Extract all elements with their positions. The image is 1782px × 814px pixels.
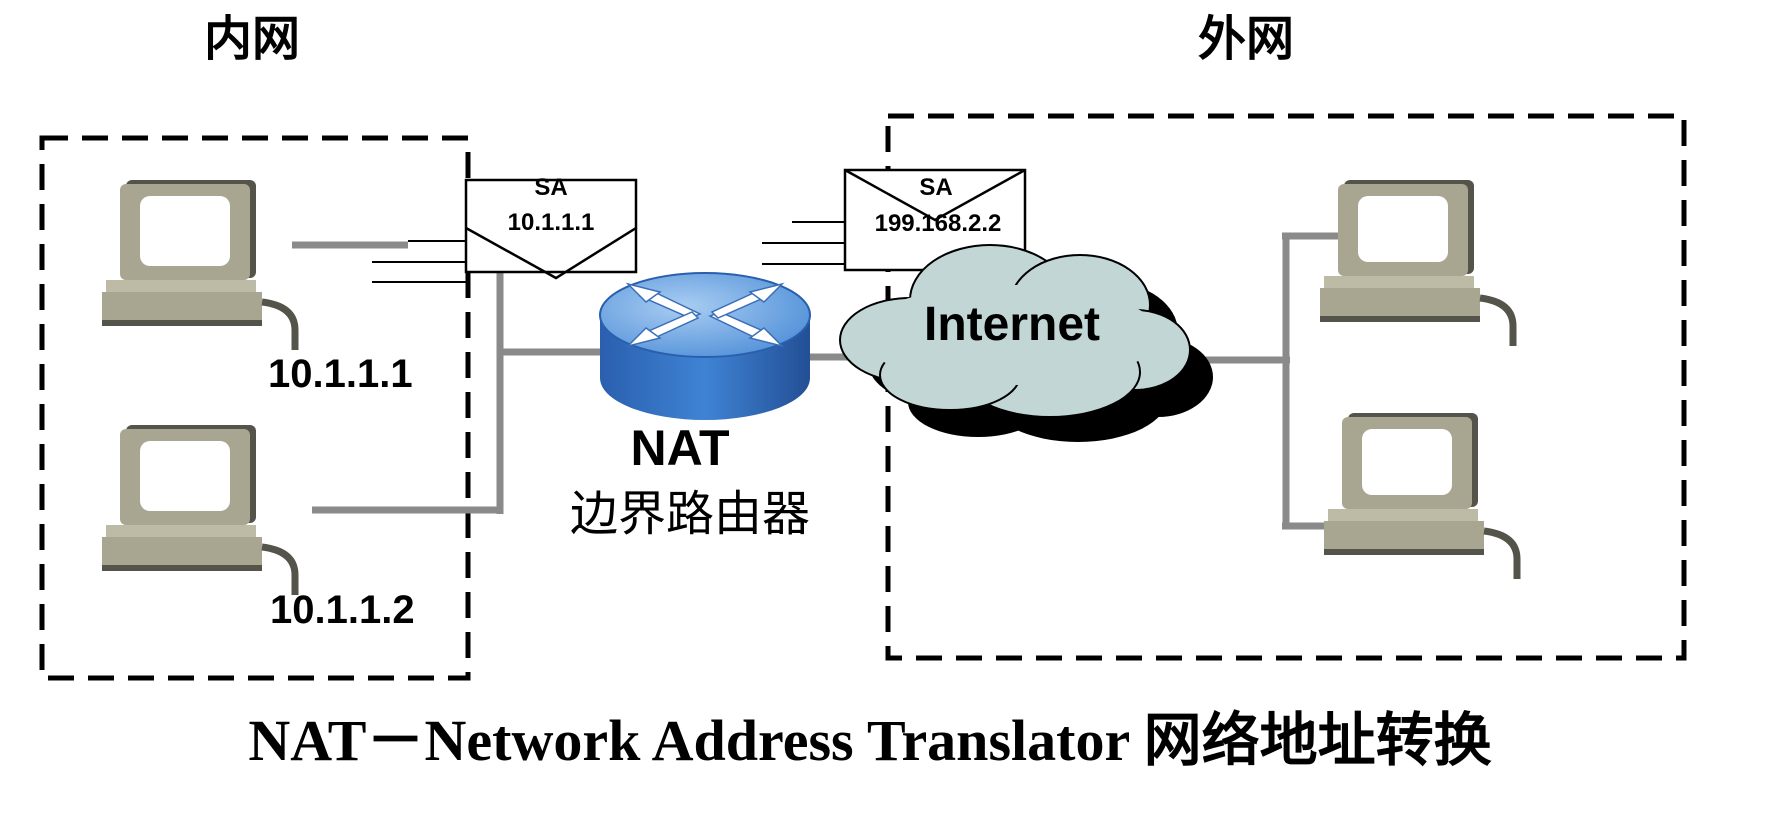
diagram-caption: NAT－Network Address Translator 网络地址转换 xyxy=(248,708,1491,773)
outer-computer-2-icon xyxy=(1324,413,1517,579)
router-name: NAT xyxy=(630,420,729,476)
internet-cloud-icon xyxy=(839,244,1213,442)
outer-network-label: 外网 xyxy=(1198,11,1294,67)
inner-packet-field: SA xyxy=(534,174,567,201)
inner-packet-address: 10.1.1.1 xyxy=(508,209,595,236)
inner-packet-envelope-icon xyxy=(464,178,638,280)
router-description: 边界路由器 xyxy=(570,486,810,542)
inner-wiring xyxy=(292,240,606,514)
outer-computer-1-icon xyxy=(1320,180,1513,346)
inner-network-boundary xyxy=(39,135,471,681)
outer-packet-address: 199.168.2.2 xyxy=(875,210,1002,237)
internet-label: Internet xyxy=(924,298,1100,351)
nat-router-icon xyxy=(599,272,811,420)
inner-computer-1-icon xyxy=(102,180,295,350)
inner-network-label: 内网 xyxy=(204,11,300,67)
inner-computer-2-ip: 10.1.1.2 xyxy=(270,588,415,632)
inner-computer-1-ip: 10.1.1.1 xyxy=(268,352,413,396)
outer-packet-field: SA xyxy=(919,174,952,201)
inner-computer-2-icon xyxy=(102,425,295,595)
